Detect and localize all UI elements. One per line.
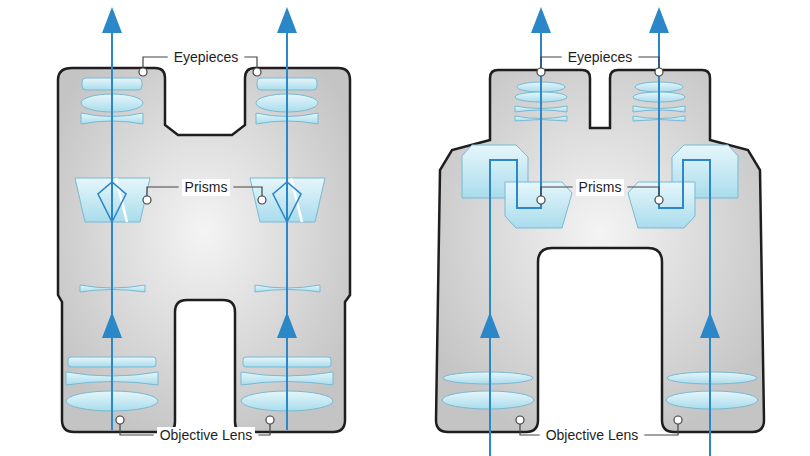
porro-barrel-optics [442,7,572,456]
leader-dot [655,68,663,76]
leader-dot [116,416,124,424]
leader-line [644,420,678,435]
leader-line [120,420,154,435]
leader-line [627,187,659,200]
leader-dot [537,68,545,76]
leader-dot [674,416,682,424]
part-label: Eyepieces [171,49,242,66]
leader-dot [139,68,147,76]
leader-dot [655,196,663,204]
leader-line [541,187,573,200]
leader-dot [516,416,524,424]
leader-dot [258,196,266,204]
leader-dot [143,196,151,204]
leader-dot [266,416,274,424]
leader-line [147,187,179,200]
part-label: Prisms [576,179,625,196]
part-label: Objective Lens [543,427,642,444]
roof-barrel-optics [66,7,158,430]
leader-dot [537,196,545,204]
part-label: Prisms [182,179,231,196]
leader-line [233,187,262,200]
part-label: Objective Lens [157,427,256,444]
leader-dot [253,68,261,76]
part-label: Eyepieces [565,49,636,66]
